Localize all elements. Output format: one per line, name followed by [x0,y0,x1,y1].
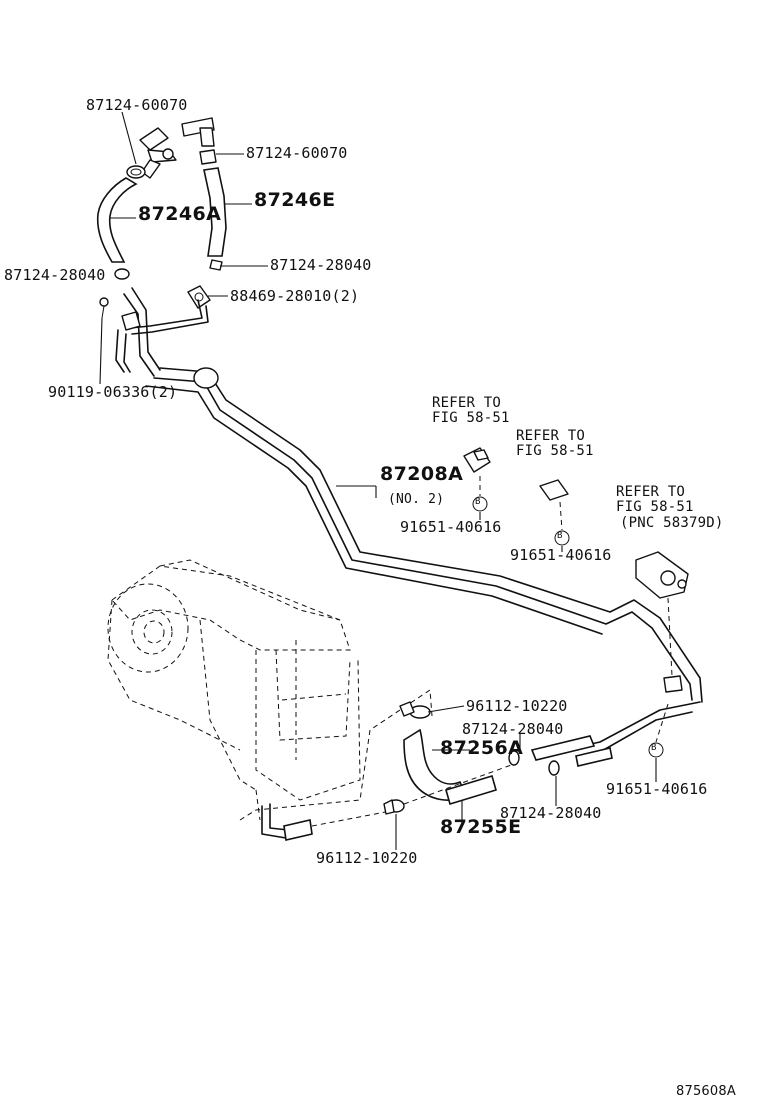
marker-b-1 [472,496,488,512]
hose-clamp-87124-28040-mid[interactable] [209,259,223,271]
hose-clamp-87124-28040-bottom[interactable] [548,760,560,776]
reference-note-3-line3: (PNC 58379D) [620,515,724,531]
part-label-87208a-subtitle: (NO. 2) [388,492,445,507]
part-label-91651-40616-b[interactable]: 91651-40616 [510,546,612,564]
hose-clamp-87124-28040-left[interactable] [114,268,130,280]
heater-outlet-pipe [261,803,397,841]
part-label-91651-40616-a[interactable]: 91651-40616 [400,518,502,536]
t-connector-left[interactable] [139,127,177,179]
marker-b-1-label: B [475,497,481,507]
hose-87256a[interactable] [403,728,468,801]
pipe-clamp-ref-2[interactable] [539,479,569,501]
part-label-87255e[interactable]: 87255E [440,816,522,838]
pipe-bracket-ref-3[interactable] [635,551,689,599]
pipe-87208a[interactable] [115,287,703,767]
part-label-87124-28040-bottom[interactable]: 87124-28040 [500,804,602,822]
part-label-87124-28040-lower[interactable]: 87124-28040 [462,720,564,738]
hose-clamp-upper-left[interactable] [126,165,146,179]
reference-note-1-line2: FIG 58-51 [432,410,510,426]
hose-clamp-87124-28040-lower[interactable] [508,750,520,766]
reference-note-2-line2: FIG 58-51 [516,443,594,459]
part-label-87208a[interactable]: 87208A [380,463,464,485]
heater-unit-outline [107,559,433,821]
part-label-90119-06336[interactable]: 90119-06336(2) [48,383,178,401]
part-label-91651-40616-c[interactable]: 91651-40616 [606,780,708,798]
part-label-87246a[interactable]: 87246A [138,203,222,225]
t-connector-right[interactable] [181,117,215,147]
hose-clamp-96112-10220-top[interactable] [399,701,431,719]
marker-b-2 [554,530,570,546]
figure-id: 875608A [676,1084,736,1099]
reference-note-1-line1: REFER TO [432,395,502,411]
pipe-clamp-ref-1[interactable] [463,447,491,473]
hose-clamp-96112-10220-bottom[interactable] [383,799,405,815]
part-label-87256a[interactable]: 87256A [440,737,524,759]
part-label-88469-28010[interactable]: 88469-28010(2) [230,287,360,305]
part-label-87246e[interactable]: 87246E [254,189,336,211]
part-label-87124-28040-left[interactable]: 87124-28040 [4,266,106,284]
marker-b-2-label: B [557,531,563,541]
hose-clamp-upper-right[interactable] [199,149,217,165]
hose-87246e[interactable] [203,167,227,257]
part-label-87124-60070-right[interactable]: 87124-60070 [246,144,348,162]
hose-87255e[interactable] [445,774,497,806]
bolt-90119-06336[interactable] [99,297,109,319]
marker-b-3 [648,742,664,758]
part-label-96112-10220-top[interactable]: 96112-10220 [466,697,568,715]
reference-note-3-line2: FIG 58-51 [616,499,694,515]
reference-note-3-line1: REFER TO [616,484,686,500]
marker-b-3-label: B [651,743,657,753]
reference-note-2-line1: REFER TO [516,428,586,444]
part-label-87124-60070-top[interactable]: 87124-60070 [86,96,188,114]
hose-87246a[interactable] [96,177,138,263]
part-label-96112-10220-bottom[interactable]: 96112-10220 [316,849,418,867]
part-label-87124-28040-mid[interactable]: 87124-28040 [270,256,372,274]
